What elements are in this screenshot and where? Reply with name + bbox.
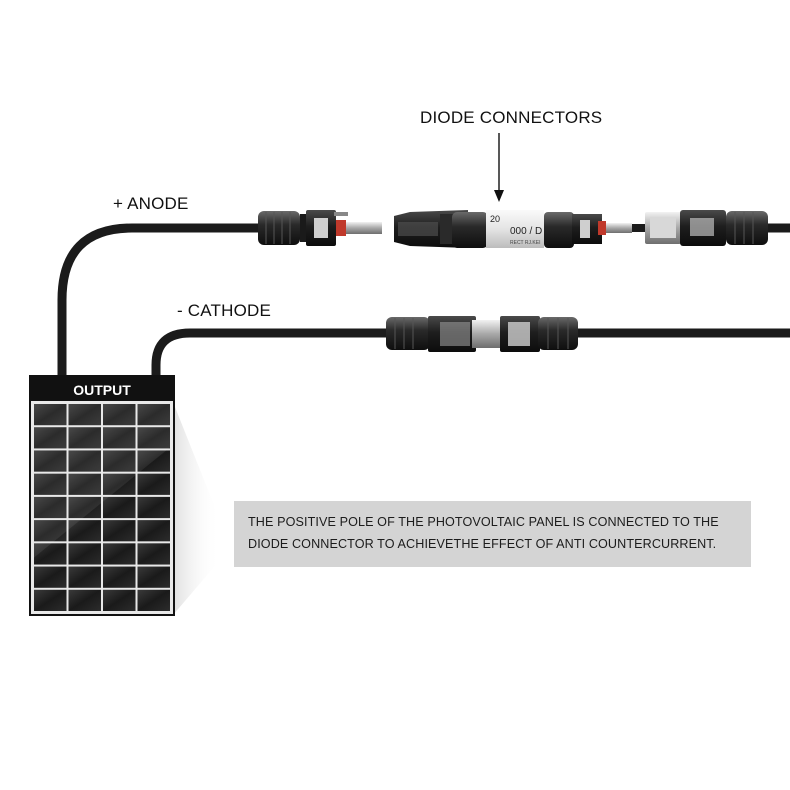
anode-male-connector bbox=[258, 210, 382, 246]
anode-label: + ANODE bbox=[113, 194, 189, 213]
panel-cell bbox=[103, 566, 136, 588]
solar-panel bbox=[29, 375, 220, 616]
panel-cell bbox=[103, 473, 136, 495]
panel-cell bbox=[68, 589, 101, 611]
cathode-label: - CATHODE bbox=[177, 301, 272, 320]
panel-cell bbox=[68, 566, 101, 588]
diode-pointer-arrow bbox=[494, 133, 504, 202]
panel-cell bbox=[34, 520, 67, 542]
note-box: THE POSITIVE POLE OF THE PHOTOVOLTAIC PA… bbox=[234, 501, 751, 567]
panel-cell bbox=[68, 496, 101, 519]
panel-cell bbox=[137, 520, 170, 542]
anode-cable bbox=[57, 223, 790, 376]
diode-connector: 20 000 / D RECT RJ.KEI bbox=[394, 210, 632, 248]
panel-cell bbox=[68, 427, 101, 449]
cathode-cable bbox=[151, 328, 790, 376]
diode-print-middle: 000 / D bbox=[510, 226, 542, 237]
panel-cell bbox=[103, 543, 136, 565]
panel-cell bbox=[103, 589, 136, 611]
panel-cell bbox=[137, 543, 170, 565]
panel-cell bbox=[103, 404, 136, 426]
anode-female-connector bbox=[645, 210, 768, 246]
diode-print-top: 20 bbox=[490, 214, 500, 224]
panel-cell bbox=[103, 496, 136, 519]
panel-cells bbox=[34, 404, 170, 611]
panel-cell bbox=[34, 427, 67, 449]
panel-cell bbox=[34, 496, 67, 519]
panel-cell bbox=[68, 543, 101, 565]
panel-cell bbox=[68, 473, 101, 495]
panel-cell bbox=[137, 473, 170, 495]
panel-cell bbox=[34, 450, 67, 472]
panel-cell bbox=[137, 589, 170, 611]
panel-cell bbox=[103, 520, 136, 542]
panel-cell bbox=[34, 404, 67, 426]
diode-connectors-label: DIODE CONNECTORS bbox=[420, 108, 603, 127]
note-text: THE POSITIVE POLE OF THE PHOTOVOLTAIC PA… bbox=[248, 515, 719, 551]
panel-cell bbox=[34, 473, 67, 495]
panel-cell bbox=[137, 566, 170, 588]
panel-cell bbox=[68, 404, 101, 426]
panel-cell bbox=[103, 427, 136, 449]
panel-cell bbox=[34, 543, 67, 565]
panel-cell bbox=[68, 450, 101, 472]
panel-cell bbox=[34, 589, 67, 611]
diode-print-side: RECT RJ.KEI bbox=[510, 240, 540, 246]
panel-cell bbox=[103, 450, 136, 472]
panel-cell bbox=[137, 427, 170, 449]
panel-output-header: OUTPUT bbox=[73, 382, 131, 398]
panel-cell bbox=[34, 566, 67, 588]
panel-cell bbox=[137, 450, 170, 472]
panel-cell bbox=[137, 404, 170, 426]
panel-cell bbox=[68, 520, 101, 542]
cathode-connector-pair bbox=[386, 316, 578, 352]
panel-cell bbox=[137, 496, 170, 519]
